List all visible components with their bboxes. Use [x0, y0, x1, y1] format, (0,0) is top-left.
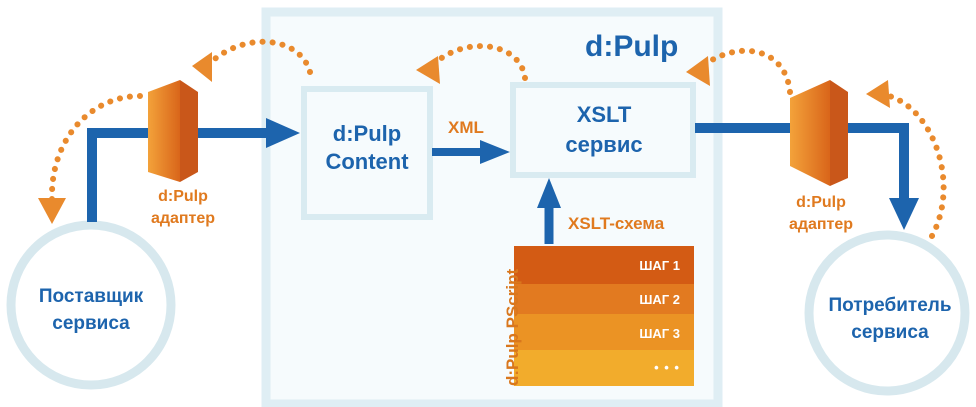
left-adapter-label: d:Pulp адаптер [138, 186, 228, 230]
content-box-label: d:Pulp Content [308, 120, 426, 176]
supplier-to-adapter-line [87, 128, 148, 222]
right-adapter-label: d:Pulp адаптер [776, 192, 866, 236]
pscript-steps [514, 246, 694, 386]
consumer-label: Потребитель сервиса [810, 292, 970, 346]
dotted-arrow-consumer-to-adapter [877, 91, 947, 239]
step-3 [514, 314, 694, 350]
content-box [301, 86, 433, 220]
xml-label: XML [448, 118, 484, 137]
xslt-line-1: XSLT [576, 102, 632, 127]
xslt-schema-label: XSLT-схема [568, 214, 665, 233]
step-4-label: • • • [654, 360, 680, 375]
step-1 [514, 246, 694, 284]
right-adapter-line-1: d:Pulp [796, 194, 846, 211]
supplier-label: Поставщик сервиса [21, 283, 161, 337]
dotted-arrow-panel-to-adapter [202, 38, 313, 75]
dotted-arrowhead-left-adapter [192, 52, 212, 82]
xslt-box-label: XSLT сервис [516, 100, 692, 160]
adapter-to-content-arrowhead [266, 118, 300, 148]
adapter-to-consumer-line [845, 123, 909, 200]
panel-title: d:Pulp [585, 30, 679, 63]
right-adapter-shape [790, 80, 848, 186]
xslt-box [510, 82, 696, 178]
dotted-arrowhead-content [416, 56, 440, 84]
content-box-label-text: d:Pulp Content [325, 121, 409, 174]
dotted-arrow-xslt-to-content [427, 43, 528, 81]
dotted-arrow-adapter-to-panel [697, 47, 793, 95]
left-adapter-line-1: d:Pulp [158, 188, 208, 205]
supplier-line-2: сервиса [52, 313, 130, 334]
step-2-label: ШАГ 2 [639, 292, 680, 307]
pscript-vertical-label: d:Pulp PScript [481, 250, 522, 386]
pscript-step-labels: ШАГ 1 ШАГ 2 ШАГ 3 • • • [514, 246, 694, 386]
consumer-line-1: Потребитель [828, 295, 952, 316]
dotted-arrow-adapter-to-supplier [48, 93, 143, 203]
step-4 [514, 350, 694, 386]
right-adapter-line-2: адаптер [788, 216, 854, 233]
consumer-line-2: сервиса [851, 322, 929, 343]
adapter-to-consumer-arrowhead [889, 198, 919, 230]
dotted-arrowhead-right-adapter [866, 80, 890, 108]
supplier-line-1: Поставщик [38, 286, 144, 307]
xslt-line-2: сервис [565, 132, 643, 157]
schema-arrowhead [537, 178, 561, 208]
left-adapter-line-2: адаптер [150, 210, 216, 227]
xml-arrowhead [480, 140, 510, 164]
step-1-label: ШАГ 1 [639, 258, 680, 273]
dotted-arrowhead-supplier [38, 198, 66, 224]
left-adapter-shape [148, 80, 198, 182]
supplier-circle [6, 220, 176, 390]
consumer-circle [804, 230, 970, 396]
step-3-label: ШАГ 3 [639, 326, 680, 341]
dotted-arrowhead-panel-right [686, 56, 710, 86]
pscript-label-text: d:Pulp PScript [503, 268, 522, 386]
step-2 [514, 284, 694, 314]
